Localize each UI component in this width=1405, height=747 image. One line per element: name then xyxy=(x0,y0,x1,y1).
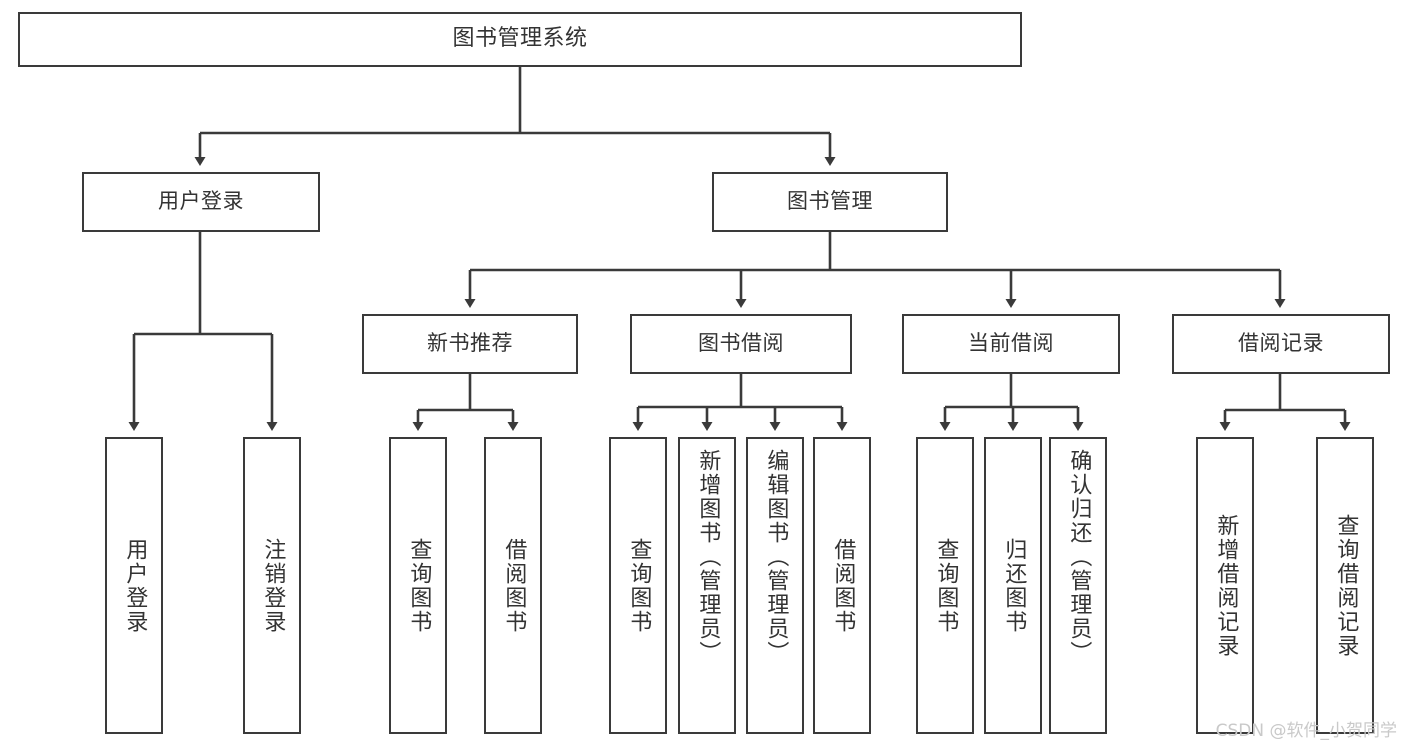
node-label: 编辑图书（管理员） xyxy=(763,449,789,665)
node-book-management[interactable]: 图书管理 xyxy=(712,172,948,232)
node-label: 查询借阅记录 xyxy=(1333,513,1359,658)
node-book-borrow[interactable]: 图书借阅 xyxy=(630,314,852,374)
node-label: 注销登录 xyxy=(260,537,286,634)
node-label: 借阅图书 xyxy=(830,537,856,634)
node-label: 新书推荐 xyxy=(427,331,513,356)
node-label: 查询图书 xyxy=(933,537,959,634)
node-label: 归还图书 xyxy=(1001,537,1027,634)
node-label: 当前借阅 xyxy=(968,331,1054,356)
node-new-book-recommend[interactable]: 新书推荐 xyxy=(362,314,578,374)
node-leaf-query-book-current[interactable]: 查询图书 xyxy=(916,437,974,734)
node-leaf-confirm-return-admin[interactable]: 确认归还（管理员） xyxy=(1049,437,1107,734)
node-label: 图书管理 xyxy=(787,189,873,214)
node-leaf-logout-login[interactable]: 注销登录 xyxy=(243,437,301,734)
csdn-watermark: CSDN @软件_小贺同学 xyxy=(1215,721,1397,741)
node-leaf-edit-book-admin[interactable]: 编辑图书（管理员） xyxy=(746,437,804,734)
node-leaf-add-borrow-record[interactable]: 新增借阅记录 xyxy=(1196,437,1254,734)
node-borrow-record[interactable]: 借阅记录 xyxy=(1172,314,1390,374)
node-leaf-query-book-borrow[interactable]: 查询图书 xyxy=(609,437,667,734)
node-label: 借阅记录 xyxy=(1238,331,1324,356)
node-label: 图书管理系统 xyxy=(452,26,588,52)
node-label: 查询图书 xyxy=(626,537,652,634)
node-label: 查询图书 xyxy=(406,537,432,634)
node-current-borrow[interactable]: 当前借阅 xyxy=(902,314,1120,374)
node-leaf-borrow-book-recommend[interactable]: 借阅图书 xyxy=(484,437,542,734)
node-leaf-add-book-admin[interactable]: 新增图书（管理员） xyxy=(678,437,736,734)
node-leaf-return-book[interactable]: 归还图书 xyxy=(984,437,1042,734)
node-label: 图书借阅 xyxy=(698,331,784,356)
node-label: 新增借阅记录 xyxy=(1213,513,1239,658)
node-label: 借阅图书 xyxy=(501,537,527,634)
node-label: 新增图书（管理员） xyxy=(695,449,721,665)
node-leaf-query-borrow-record[interactable]: 查询借阅记录 xyxy=(1316,437,1374,734)
node-label: 用户登录 xyxy=(122,537,148,634)
node-root-book-management-system[interactable]: 图书管理系统 xyxy=(18,12,1022,67)
node-leaf-query-book-recommend[interactable]: 查询图书 xyxy=(389,437,447,734)
node-label: 确认归还（管理员） xyxy=(1066,449,1092,665)
node-leaf-borrow-book[interactable]: 借阅图书 xyxy=(813,437,871,734)
node-leaf-user-login[interactable]: 用户登录 xyxy=(105,437,163,734)
node-user-login[interactable]: 用户登录 xyxy=(82,172,320,232)
node-label: 用户登录 xyxy=(158,189,244,214)
